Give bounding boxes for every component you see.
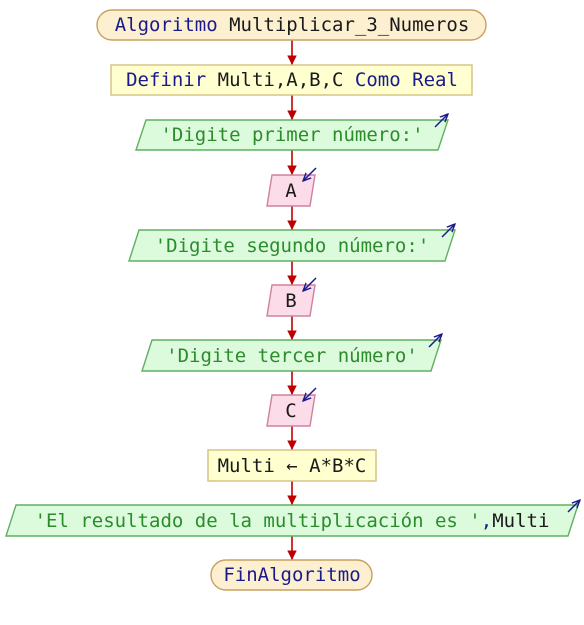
assign-expression: A*B*C xyxy=(309,455,366,477)
start-keyword: Algoritmo xyxy=(115,14,218,36)
output-var-4: Multi xyxy=(492,510,549,532)
end-terminal: FinAlgoritmo xyxy=(210,559,373,591)
output-step-4: 'El resultado de la multiplicación es ',… xyxy=(5,500,580,537)
output-arrow-icon xyxy=(428,334,442,348)
input-step-2: B xyxy=(266,277,317,317)
output-arrow-icon xyxy=(441,224,455,238)
assign-process: Multi ← A*B*C xyxy=(207,449,377,482)
input-step-3: C xyxy=(266,387,317,427)
output-text-1: 'Digite primer número:' xyxy=(160,124,423,146)
output-step-3: 'Digite tercer número' xyxy=(141,334,442,372)
output-arrow-icon xyxy=(567,500,580,513)
end-keyword: FinAlgoritmo xyxy=(223,564,360,586)
output-separator: , xyxy=(481,510,492,532)
input-var-1: A xyxy=(285,180,297,202)
assign-target: Multi xyxy=(218,455,275,477)
output-arrow-icon xyxy=(434,114,448,128)
define-vars: Multi,A,B,C xyxy=(218,69,344,91)
input-arrow-icon xyxy=(303,167,317,181)
assign-arrow-icon: ← xyxy=(286,455,297,477)
svg-text:Definir Multi,A,B,C: Definir Multi,A,B,C Como Real xyxy=(126,69,458,91)
input-arrow-icon xyxy=(303,277,317,291)
output-text-3: 'Digite tercer número' xyxy=(166,345,418,367)
output-text-4: 'El resultado de la multiplicación es ' xyxy=(35,510,481,532)
input-arrow-icon xyxy=(303,387,317,401)
svg-text:Algoritmo Multiplicar_3_: Algoritmo Multiplicar_3_Numeros xyxy=(115,14,470,36)
start-terminal: Algoritmo Multiplicar_3_Numeros xyxy=(96,9,487,41)
define-type: Real xyxy=(412,69,458,91)
svg-text:Multi ← A*B*C: Multi ← A*B*C xyxy=(218,455,367,477)
output-text-2: 'Digite segundo número:' xyxy=(155,235,430,257)
algorithm-name: Multiplicar_3_Numeros xyxy=(229,14,469,36)
define-como: Como xyxy=(355,69,401,91)
input-step-1: A xyxy=(266,167,317,207)
define-process: Definir Multi,A,B,C Como Real xyxy=(110,64,473,96)
input-var-3: C xyxy=(285,400,296,422)
svg-text:'El resultado de la multiplica: 'El resultado de la multiplicación es ',… xyxy=(35,510,550,532)
input-var-2: B xyxy=(285,290,296,312)
output-step-1: 'Digite primer número:' xyxy=(135,114,448,151)
define-keyword: Definir xyxy=(126,69,206,91)
output-step-2: 'Digite segundo número:' xyxy=(128,224,455,262)
